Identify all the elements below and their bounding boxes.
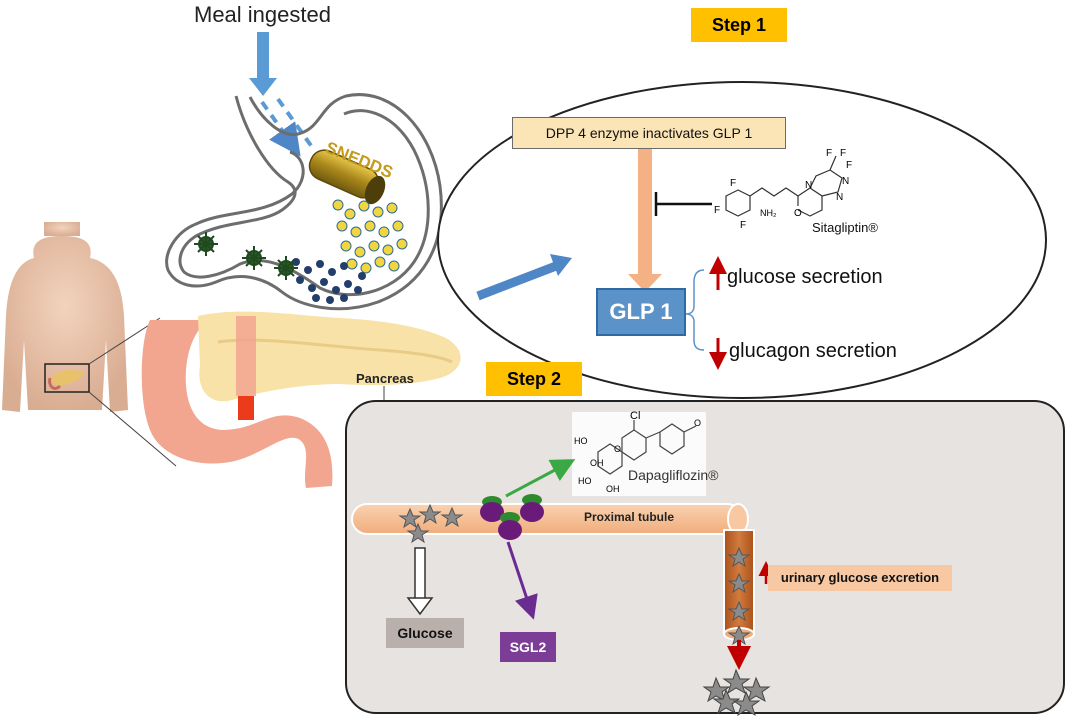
- sitagliptin-atom-n1: N: [805, 180, 813, 191]
- excretion-label: urinary glucose excretion: [768, 565, 952, 591]
- dapagliflozin-atom-ho1: HO: [574, 436, 588, 446]
- dapagliflozin-label: Dapagliflozin®: [628, 467, 719, 483]
- sgl2-transporters: [480, 494, 544, 540]
- step1-ellipse: [437, 81, 1047, 399]
- dapagliflozin-atom-oh2: OH: [590, 458, 604, 468]
- effect-brace: [685, 269, 705, 351]
- pancreas-label: Pancreas: [356, 371, 414, 386]
- pancreas-organ: [141, 311, 461, 488]
- sitagliptin-atom-f1: F: [730, 178, 737, 189]
- capsule-icon: [308, 149, 386, 205]
- step1-badge: Step 1: [691, 8, 787, 42]
- dapagliflozin-atom-ho2: HO: [578, 476, 592, 486]
- tubule-label: Proximal tubule: [584, 510, 675, 524]
- sgl2-label: SGL2: [500, 632, 556, 662]
- sitagliptin-atom-n3: N: [836, 192, 844, 203]
- sitagliptin-atom-f2: F: [714, 205, 721, 216]
- tubule: [351, 503, 755, 641]
- glucose-label: Glucose: [386, 618, 464, 648]
- sitagliptin-atom-n2: N: [842, 176, 850, 187]
- effect-down-label: glucagon secretion: [729, 340, 897, 362]
- dapagliflozin-box: [572, 412, 706, 496]
- stomach-outline: [165, 93, 443, 311]
- dpp4-to-glp1-arrow: [628, 148, 662, 292]
- sitagliptin-atom-o: O: [794, 208, 802, 219]
- sitagliptin-atom-f5: F: [840, 148, 847, 159]
- micelle-icons: [194, 232, 298, 280]
- sitagliptin-label: Sitagliptin®: [812, 220, 878, 235]
- pancreas-icon: [44, 363, 90, 393]
- sitagliptin-structure: [725, 155, 843, 217]
- sitagliptin-atom-nh2: NH₂: [760, 208, 777, 218]
- dapagliflozin-atom-cl: Cl: [630, 410, 641, 422]
- dapagliflozin-atom-o1: O: [614, 444, 622, 454]
- sitagliptin-atom-f3: F: [740, 220, 747, 231]
- purple-arrow: [506, 541, 538, 620]
- dapagliflozin-structure: [597, 420, 697, 475]
- step2-badge: Step 2: [486, 362, 582, 396]
- meal-label: Meal ingested: [194, 2, 331, 27]
- excreted-glucose-cluster: [702, 668, 771, 717]
- dashed-flow-arrows: [260, 97, 314, 157]
- effect-up-label: glucose secretion: [727, 266, 883, 288]
- dpp4-label: DPP 4 enzyme inactivates GLP 1: [512, 117, 786, 149]
- glp1-label: GLP 1: [596, 288, 686, 336]
- dapagliflozin-atom-oh1: OH: [606, 484, 620, 494]
- sitagliptin-atom-f6: F: [846, 160, 853, 171]
- sitagliptin-atom-f4: F: [826, 148, 833, 159]
- meal-arrow: [249, 32, 277, 96]
- step1-connector-arrow: [476, 254, 572, 301]
- glucose-stars: [398, 503, 751, 646]
- green-arrow: [505, 459, 576, 498]
- emulsion-droplets: [292, 199, 408, 304]
- inhibition-bar: [654, 192, 712, 216]
- glucose-down-arrow: [406, 547, 434, 616]
- dapagliflozin-atom-o2: O: [694, 418, 702, 428]
- human-torso-figure: [2, 222, 177, 467]
